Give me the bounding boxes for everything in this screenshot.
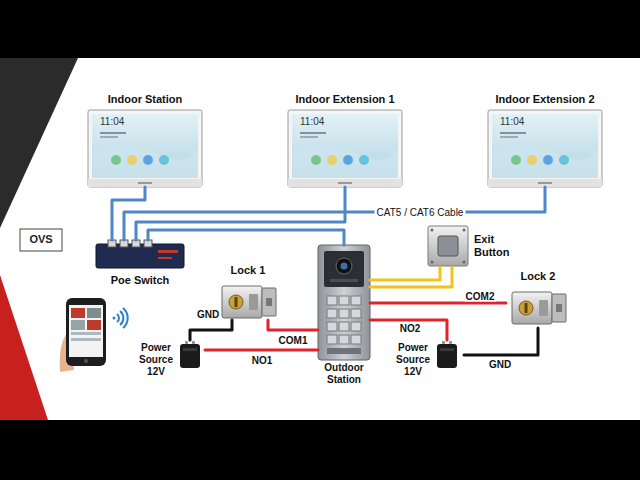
wire-label: COM1 bbox=[277, 335, 310, 346]
wifi-symbol bbox=[113, 308, 128, 328]
node-heading: Lock 1 bbox=[218, 264, 278, 277]
wire bbox=[370, 302, 506, 305]
indoor-monitor: Indoor Extension 2 11:04 bbox=[486, 93, 604, 187]
wire bbox=[268, 320, 318, 330]
node-heading: Indoor Extension 2 bbox=[486, 93, 604, 106]
network-cable bbox=[124, 187, 545, 240]
network-cable bbox=[148, 230, 344, 245]
door-lock: Lock 1 bbox=[218, 264, 278, 320]
wire-label: GND bbox=[195, 309, 221, 320]
logo-text: OVS bbox=[20, 233, 62, 246]
switch-picture bbox=[96, 240, 184, 268]
outdoor-panel-picture bbox=[318, 245, 370, 360]
bottom-bar bbox=[0, 420, 640, 480]
power-adapter: Power Source 12V bbox=[392, 340, 464, 380]
node-heading: Outdoor Station bbox=[318, 362, 370, 386]
lock-picture bbox=[512, 292, 566, 324]
outdoor-station: Outdoor Station bbox=[318, 245, 370, 385]
wire bbox=[370, 320, 447, 340]
node-heading: Power Source 12V bbox=[392, 342, 434, 378]
logo-box bbox=[20, 229, 62, 251]
wire bbox=[464, 328, 538, 355]
node-heading: Indoor Station bbox=[86, 93, 204, 106]
wire bbox=[370, 267, 440, 280]
top-bar bbox=[0, 0, 640, 58]
lock-picture bbox=[222, 286, 276, 318]
adapter-picture bbox=[180, 341, 200, 368]
door-lock: Lock 2 bbox=[506, 270, 570, 328]
screen-time: 11:04 bbox=[100, 116, 140, 128]
exit-button-picture bbox=[428, 226, 468, 266]
monitor-picture bbox=[288, 110, 402, 187]
power-adapter: Power Source 12V bbox=[135, 340, 205, 380]
phone-picture bbox=[60, 298, 106, 372]
wire-label: COM2 bbox=[464, 291, 497, 302]
indoor-monitor: Indoor Station 11:04 bbox=[86, 93, 204, 187]
wire bbox=[205, 349, 318, 352]
wire-label: GND bbox=[487, 359, 513, 370]
node-heading: Exit Button bbox=[474, 233, 516, 259]
wire bbox=[190, 320, 232, 340]
corner-triangle bbox=[0, 275, 48, 420]
wire-label: CAT5 / CAT6 Cable bbox=[375, 207, 466, 218]
node-heading: Power Source 12V bbox=[135, 342, 177, 378]
adapter-picture bbox=[437, 341, 457, 368]
node-heading: Poe Switch bbox=[96, 274, 184, 287]
monitor-picture bbox=[88, 110, 202, 187]
poe-switch: Poe Switch bbox=[96, 240, 184, 290]
screen-time: 11:04 bbox=[500, 116, 540, 128]
indoor-monitor: Indoor Extension 1 11:04 bbox=[286, 93, 404, 187]
node-heading: Indoor Extension 1 bbox=[286, 93, 404, 106]
corner-triangle bbox=[0, 58, 78, 228]
wire-label: NO1 bbox=[250, 355, 275, 366]
node-heading: Lock 2 bbox=[506, 270, 570, 283]
exit-button: Exit Button bbox=[428, 225, 518, 267]
screen-time: 11:04 bbox=[300, 116, 340, 128]
monitor-picture bbox=[488, 110, 602, 187]
wire-label: NO2 bbox=[398, 323, 423, 334]
wire bbox=[370, 267, 452, 287]
